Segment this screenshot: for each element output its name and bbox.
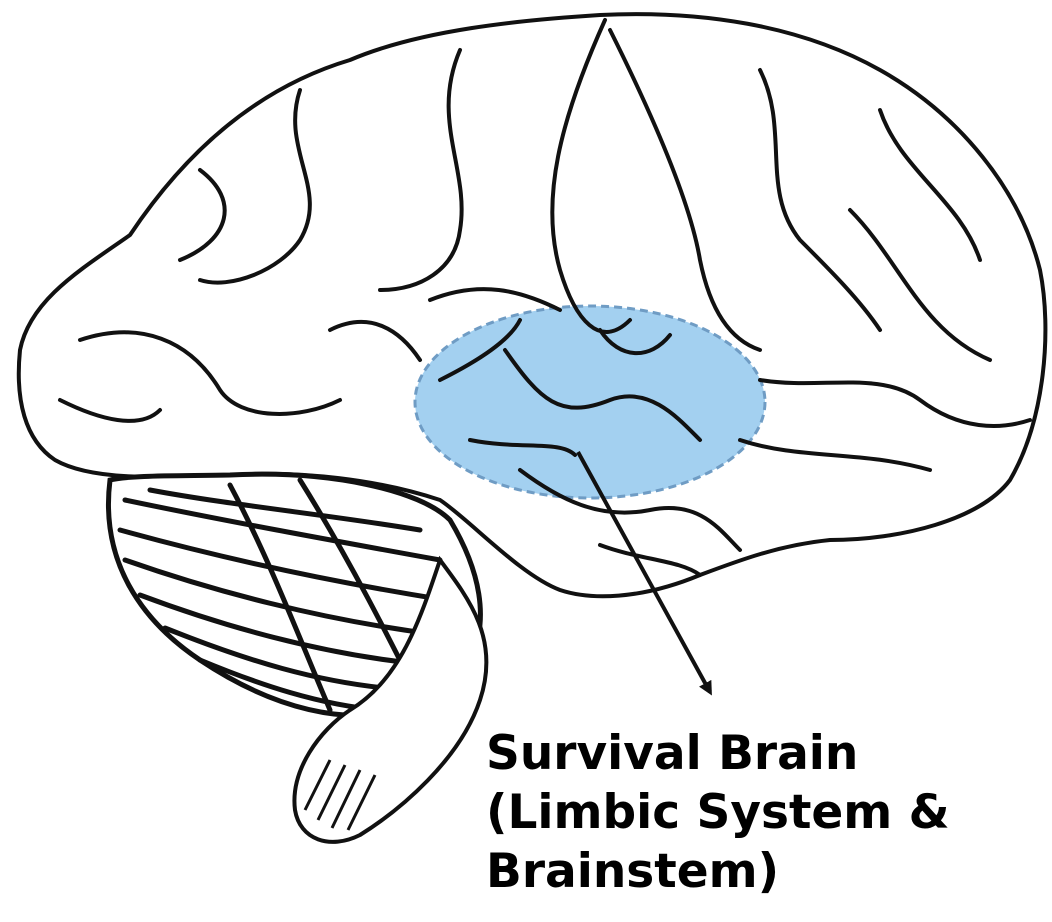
limbic-highlight <box>415 306 765 498</box>
annotation-line-2: (Limbic System & <box>486 783 1046 842</box>
annotation-label: Survival Brain (Limbic System & Brainste… <box>486 724 1046 901</box>
annotation-line-1: Survival Brain <box>486 724 1046 783</box>
annotation-line-3: Brainstem) <box>486 842 1046 901</box>
